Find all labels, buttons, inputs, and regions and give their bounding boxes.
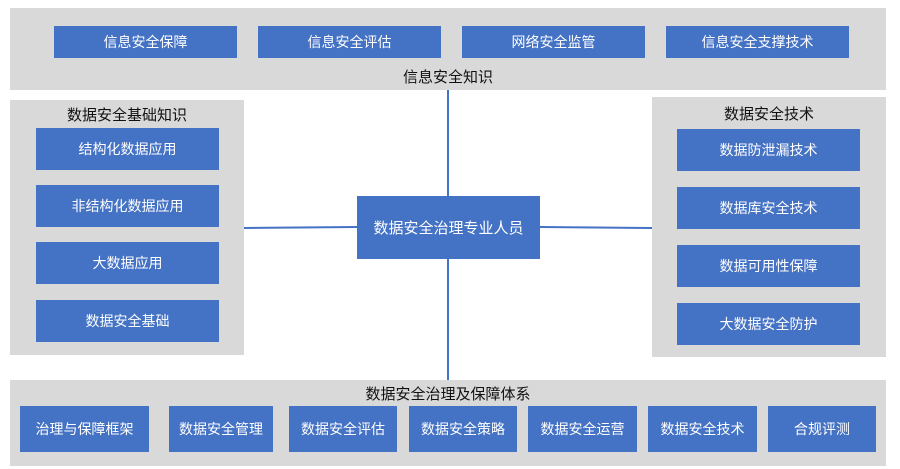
bottom-item-data-security-technology: 数据安全技术 [648,406,757,452]
bottom-panel-title: 数据安全治理及保障体系 [365,385,531,403]
right-panel-title: 数据安全技术 [723,105,814,123]
bottom-item-compliance-evaluation: 合规评测 [768,406,876,452]
right-item-big-data-security: 大数据安全防护 [677,303,860,345]
connector-left [243,226,358,229]
right-item-data-availability: 数据可用性保障 [677,245,860,287]
left-panel-title: 数据安全基础知识 [66,106,187,124]
center-data-security-professional: 数据安全治理专业人员 [357,196,540,259]
right-item-dlp-tech: 数据防泄漏技术 [677,129,860,171]
top-item-network-security-supervision: 网络安全监管 [462,26,645,58]
left-item-data-security-basics: 数据安全基础 [36,300,219,342]
panel-data-security-technology: 数据安全技术 数据防泄漏技术 数据库安全技术 数据可用性保障 大数据安全防护 [652,97,886,357]
left-item-unstructured-data: 非结构化数据应用 [36,185,219,227]
top-item-info-security-assurance: 信息安全保障 [54,26,237,58]
left-item-structured-data: 结构化数据应用 [36,128,219,170]
panel-data-security-governance: 数据安全治理及保障体系 治理与保障框架 数据安全管理 数据安全评估 数据安全策略… [10,380,886,466]
bottom-item-data-security-assessment: 数据安全评估 [289,406,397,452]
top-item-info-security-assessment: 信息安全评估 [258,26,441,58]
left-item-big-data: 大数据应用 [36,242,219,284]
top-item-info-security-support-tech: 信息安全支撑技术 [666,26,849,58]
top-panel-title: 信息安全知识 [402,68,493,86]
connector-right [539,226,653,229]
bottom-item-governance-framework: 治理与保障框架 [20,406,149,452]
bottom-item-data-security-strategy: 数据安全策略 [409,406,517,452]
bottom-item-data-security-operations: 数据安全运营 [528,406,637,452]
bottom-item-data-security-management: 数据安全管理 [169,406,273,452]
panel-data-security-fundamentals: 数据安全基础知识 结构化数据应用 非结构化数据应用 大数据应用 数据安全基础 [10,100,244,355]
right-item-database-security-tech: 数据库安全技术 [677,187,860,229]
panel-info-security-knowledge: 信息安全保障 信息安全评估 网络安全监管 信息安全支撑技术 信息安全知识 [10,8,886,90]
